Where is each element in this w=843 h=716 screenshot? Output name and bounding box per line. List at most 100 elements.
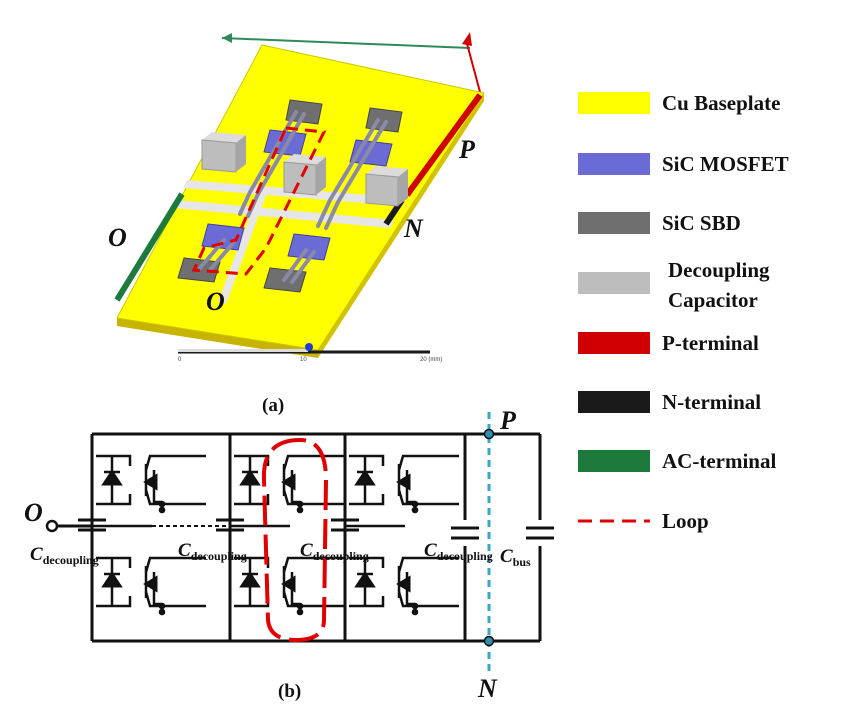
legend-swatch — [578, 450, 650, 472]
gate-dot — [158, 602, 166, 610]
switch-cell — [234, 556, 344, 616]
legend-item: SiC SBD — [578, 211, 741, 235]
axis-arrow-icon — [222, 33, 232, 43]
p-terminal-lead — [465, 39, 481, 93]
mosfet-terminals — [397, 454, 459, 506]
ac-terminal — [114, 192, 185, 302]
switch-cell — [96, 556, 206, 616]
mosfet-terminals — [144, 454, 206, 506]
axis-line-top — [221, 37, 471, 49]
decoupling-capacitor-group — [201, 132, 408, 207]
origin-marker-icon — [305, 343, 313, 351]
cell-wires — [96, 556, 132, 608]
cap-label-sub: decoupling — [191, 549, 247, 563]
legend-item: AC-terminal — [578, 449, 776, 473]
scale-bar-light — [178, 349, 308, 352]
label-p-3d: P — [458, 135, 476, 164]
cap-label-main: C — [30, 544, 43, 565]
half-bridge-schematic — [58, 432, 554, 643]
cell-wires — [349, 556, 385, 608]
ac-node — [45, 519, 59, 533]
p-terminal — [404, 93, 483, 197]
diode-icon — [239, 469, 261, 486]
gate-lead — [152, 592, 162, 606]
gate-lead — [405, 490, 415, 504]
cap-label-sub: bus — [513, 555, 531, 569]
label-n-3d: N — [403, 214, 424, 243]
legend-swatch — [578, 391, 650, 413]
mosfet-arrow-icon — [281, 575, 296, 593]
diode-icon — [354, 469, 376, 486]
switch-cells — [92, 454, 459, 616]
decoupling-capacitor — [78, 518, 106, 532]
gate-dot — [158, 506, 166, 514]
caption-a: (a) — [262, 395, 284, 416]
cap-label-sub: decoupling — [43, 553, 99, 567]
scale-tick-10: 10 — [300, 357, 307, 363]
cap-3-side — [398, 169, 408, 206]
diode-icon — [239, 571, 261, 588]
gate-dot — [411, 500, 419, 508]
legend-label: SiC SBD — [662, 211, 741, 235]
legend-swatch — [578, 332, 650, 354]
mosfet-arrow-icon — [143, 473, 158, 491]
cap-label-sub: decoupling — [313, 549, 369, 563]
mosfet-terminals — [144, 556, 206, 608]
cap-2-top — [284, 154, 326, 165]
mosfet-arrow-icon — [396, 575, 411, 593]
legend-label: Capacitor — [668, 288, 758, 312]
cap-label: Cdecoupling — [424, 540, 493, 563]
cap-label: Cdecoupling — [178, 540, 247, 563]
gate-dot — [158, 608, 166, 616]
decoupling-capacitor — [451, 526, 479, 540]
schematic-label-n: N — [477, 674, 498, 703]
schematic-label-o: O — [24, 498, 43, 527]
cell-wires — [234, 454, 270, 506]
commutation-loop-schematic — [261, 437, 329, 643]
cap-1-side — [236, 135, 246, 172]
cap-1-front — [201, 139, 237, 173]
gate-dot — [411, 602, 419, 610]
gate-dot — [296, 608, 304, 616]
switch-cell — [349, 556, 459, 616]
node-n-dot — [483, 635, 495, 647]
baseplate-side-front — [117, 318, 318, 358]
cap-label-main: C — [178, 540, 191, 561]
cap-2-side — [316, 157, 326, 195]
legend-label: N-terminal — [662, 390, 761, 414]
mosfet-arrow-icon — [143, 575, 158, 593]
switch-cell — [96, 454, 206, 514]
gate-lead — [152, 490, 162, 504]
legend-label: Decoupling — [668, 258, 770, 282]
scale-tick-20: 20 (mm) — [420, 357, 442, 363]
cap-1-top — [202, 132, 246, 143]
mosfet-4 — [287, 233, 331, 261]
cap-label-sub: decoupling — [437, 549, 493, 563]
diode-icon — [101, 469, 123, 486]
legend-swatch — [578, 153, 650, 175]
label-o-bottom-3d: O — [206, 287, 225, 316]
diode-icon — [354, 571, 376, 588]
legend-swatch — [578, 92, 650, 114]
caption-b: (b) — [278, 681, 301, 702]
legend-item: P-terminal — [578, 331, 759, 355]
legend-label: Loop — [662, 509, 709, 533]
cap-label-main: C — [424, 540, 437, 561]
decoupling-capacitor — [216, 518, 244, 532]
switch-cell — [349, 454, 459, 514]
cap-3-front — [365, 173, 399, 207]
cap-label-main: C — [500, 546, 513, 567]
gate-dot — [158, 500, 166, 508]
module-3d-layout: 0 10 20 (mm) P N O O — [108, 32, 485, 363]
gate-dot — [411, 608, 419, 616]
cell-wires — [96, 454, 132, 506]
cap-2-front — [283, 161, 317, 196]
cap-3-top — [366, 166, 408, 177]
mosfet-arrow-icon — [281, 473, 296, 491]
legend-item: SiC MOSFET — [578, 152, 789, 176]
cap-label: Cdecoupling — [30, 544, 99, 567]
label-o-left-3d: O — [108, 223, 127, 252]
